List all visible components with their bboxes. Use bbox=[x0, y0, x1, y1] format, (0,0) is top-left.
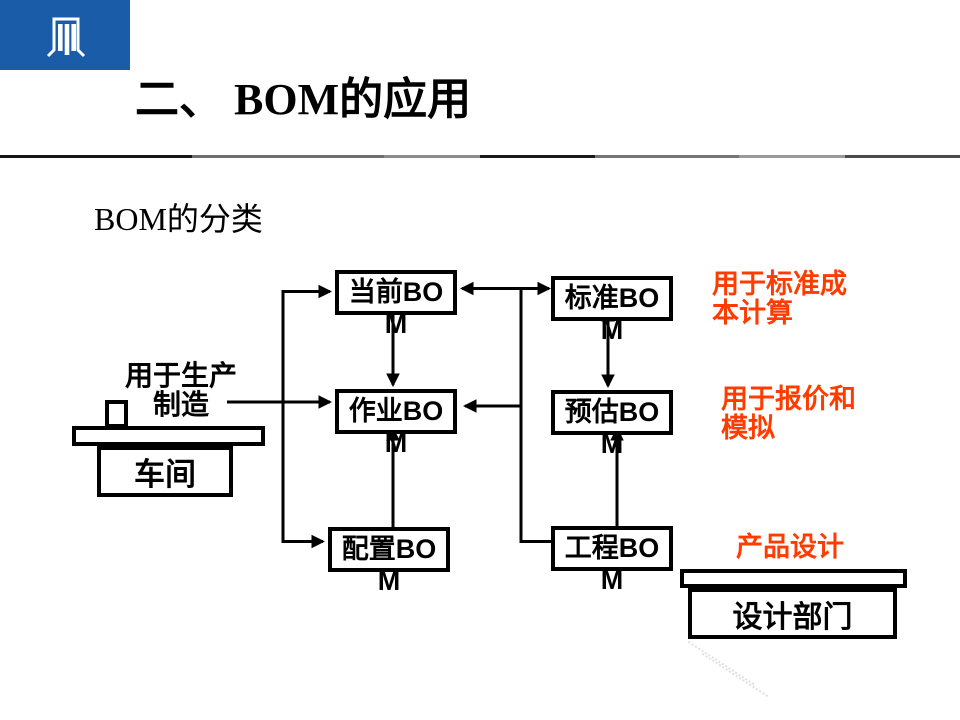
bom-box-engineering-label: 工程BO bbox=[564, 533, 660, 563]
bom-box-current-label: 当前BO bbox=[348, 277, 444, 307]
annotation-product-design: 产品设计 bbox=[736, 532, 844, 562]
workshop-label: 车间 bbox=[134, 457, 196, 492]
bom-box-estimated-label: 预估BO bbox=[564, 397, 660, 427]
section-subtitle: BOM的分类 bbox=[94, 201, 263, 237]
bom-box-operation-label-overflow: M bbox=[384, 428, 408, 458]
logo-badge bbox=[0, 0, 130, 70]
bom-box-standard-label: 标准BO bbox=[564, 283, 660, 313]
annotation-production-use: 用于生产 制造 bbox=[124, 360, 237, 420]
bom-box-operation-label: 作业BO bbox=[348, 396, 444, 426]
bom-box-configured-label-overflow: M bbox=[377, 566, 401, 596]
annotation-standard-cost: 用于标准成 本计算 bbox=[712, 269, 847, 328]
design-dept-box: 设计部门 bbox=[688, 588, 897, 639]
page-title: 二、 BOM的应用 bbox=[135, 75, 472, 124]
bom-box-current: 当前BO M bbox=[335, 270, 457, 339]
bom-box-configured-label: 配置BO bbox=[341, 534, 437, 564]
gate-pillars-logo-icon bbox=[46, 17, 86, 58]
bom-box-operation: 作业BO M bbox=[335, 389, 457, 458]
workshop-box: 车间 bbox=[97, 446, 233, 497]
bom-box-standard: 标准BO M bbox=[551, 276, 673, 345]
title-divider bbox=[0, 155, 960, 158]
design-dept-bench-shape bbox=[680, 569, 907, 588]
bom-box-standard-label-overflow: M bbox=[600, 315, 624, 345]
bom-box-configured: 配置BO M bbox=[328, 527, 450, 596]
workshop-bench-shape bbox=[72, 426, 265, 446]
annotation-quotation-simulation: 用于报价和 模拟 bbox=[721, 384, 856, 443]
bom-box-engineering: 工程BO M bbox=[551, 526, 673, 595]
bom-box-estimated: 预估BO M bbox=[551, 390, 673, 459]
bom-box-engineering-label-overflow: M bbox=[600, 565, 624, 595]
bom-box-current-label-overflow: M bbox=[384, 309, 408, 339]
bom-box-estimated-label-overflow: M bbox=[600, 429, 624, 459]
design-dept-label: 设计部门 bbox=[732, 600, 853, 634]
